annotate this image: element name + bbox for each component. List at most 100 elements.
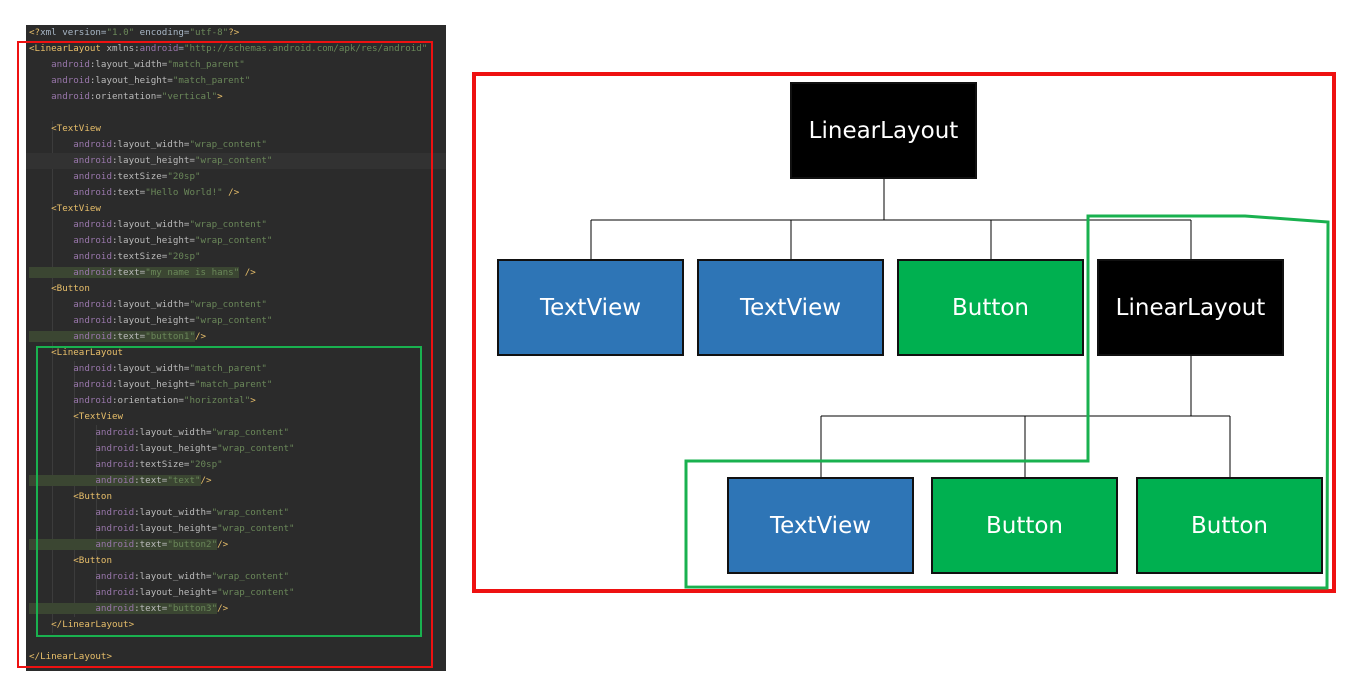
code-token: android: [29, 331, 112, 342]
code-token: android: [29, 603, 135, 614]
nested-textview-node: TextView: [727, 477, 914, 574]
code-line: android:layout_width="wrap_content": [26, 505, 446, 521]
nested-button-node-1: Button: [931, 477, 1118, 574]
code-line: android:text="button3"/>: [26, 601, 446, 617]
nested-linearlayout-node: LinearLayout: [1097, 259, 1284, 356]
code-token: android: [29, 475, 135, 486]
code-line: android:layout_height="match_parent": [26, 377, 446, 393]
code-token: "wrap_content": [194, 235, 273, 246]
root-node-label: LinearLayout: [808, 117, 959, 144]
code-token: "20sp": [189, 459, 223, 470]
code-token: :layout_height=: [111, 315, 195, 326]
code-token: android: [29, 571, 135, 582]
code-token: "wrap_content": [194, 315, 273, 326]
code-line: <LinearLayout xmlns:android="http://sche…: [26, 41, 446, 57]
code-token: "match_parent": [167, 59, 245, 70]
nested-layout-diagram-outline: [684, 214, 1330, 590]
code-token: android: [29, 507, 135, 518]
code-token: "wrap_content": [217, 523, 295, 534]
code-token: "button1": [145, 331, 195, 342]
code-token: :text=: [111, 267, 146, 278]
code-token: android: [29, 443, 135, 454]
code-line: <?xml version="1.0" encoding="utf-8"?>: [26, 25, 446, 41]
node-label: Button: [951, 294, 1030, 321]
code-token: />: [217, 539, 229, 550]
code-line: <Button: [26, 553, 446, 569]
code-token: "button3": [167, 603, 218, 614]
node-label: LinearLayout: [1115, 294, 1266, 321]
code-token: android: [29, 75, 90, 86]
code-line: </LinearLayout>: [26, 617, 446, 633]
code-token: :layout_width=: [111, 219, 190, 230]
indent-guide: [52, 121, 53, 633]
code-token: <?: [29, 27, 41, 38]
code-token: "utf-8": [189, 27, 229, 38]
code-token: :layout_width=: [111, 299, 190, 310]
code-token: "http://schemas.android.com/apk/res/andr…: [183, 43, 428, 54]
xml-code-editor: <?xml version="1.0" encoding="utf-8"?><L…: [26, 25, 446, 671]
code-token: :textSize=: [111, 171, 168, 182]
code-line: android:orientation="vertical">: [26, 89, 446, 105]
code-token: "wrap_content": [189, 139, 267, 150]
code-token: =: [178, 43, 184, 54]
code-line: android:layout_height="wrap_content": [26, 313, 446, 329]
code-token: :layout_height=: [111, 379, 195, 390]
code-token: :text=: [134, 475, 168, 486]
code-token: <LinearLayout: [29, 347, 124, 358]
code-token: :layout_width=: [134, 507, 212, 518]
code-token: "Hello World!": [145, 187, 223, 198]
node-label: Button: [985, 512, 1064, 539]
code-token: "my name is hans": [145, 267, 240, 278]
code-token: android: [29, 219, 112, 230]
code-token: android: [29, 315, 112, 326]
node-label: TextView: [739, 294, 842, 321]
code-token: android: [29, 235, 112, 246]
code-line: android:layout_height="match_parent": [26, 73, 446, 89]
code-token: />: [194, 331, 207, 342]
code-token: :layout_width=: [111, 363, 190, 374]
code-token: >: [250, 395, 256, 406]
code-token: android: [29, 459, 135, 470]
code-line: android:text="Hello World!" />: [26, 185, 446, 201]
code-token: android: [29, 523, 135, 534]
textview-node-1: TextView: [497, 259, 684, 356]
code-token: encoding=: [134, 27, 190, 38]
code-token: android: [29, 139, 112, 150]
code-token: "wrap_content": [211, 571, 290, 582]
code-token: :layout_width=: [89, 59, 168, 70]
code-token: android: [29, 299, 112, 310]
code-line: android:layout_height="wrap_content": [26, 233, 446, 249]
code-token: :orientation=: [111, 395, 184, 406]
code-token: "wrap_content": [211, 507, 290, 518]
code-line: <LinearLayout: [26, 345, 446, 361]
code-token: :text=: [134, 539, 168, 550]
code-token: :layout_height=: [134, 587, 218, 598]
code-line: android:textSize="20sp": [26, 249, 446, 265]
code-token: :orientation=: [89, 91, 162, 102]
textview-node-2: TextView: [697, 259, 884, 356]
code-token: />: [222, 187, 240, 198]
code-token: android: [29, 155, 112, 166]
code-token: :text=: [111, 331, 146, 342]
code-line: <TextView: [26, 121, 446, 137]
code-token: :layout_height=: [134, 443, 218, 454]
code-token: "text": [167, 475, 201, 486]
code-token: :layout_width=: [111, 139, 190, 150]
code-token: />: [239, 267, 256, 278]
code-token: android: [29, 539, 135, 550]
code-line: android:orientation="horizontal">: [26, 393, 446, 409]
code-line: android:layout_height="wrap_content": [26, 153, 446, 169]
nested-button-node-2: Button: [1136, 477, 1323, 574]
code-token: <Button: [29, 555, 112, 566]
code-token: :layout_width=: [134, 571, 212, 582]
code-token: "vertical": [161, 91, 218, 102]
code-token: <TextView: [29, 123, 101, 134]
code-token: "wrap_content": [217, 587, 295, 598]
root-linearlayout-node: LinearLayout: [790, 82, 977, 179]
code-token: :layout_width=: [134, 427, 212, 438]
code-token: "button2": [167, 539, 218, 550]
indent-guide: [96, 425, 97, 601]
code-line: android:text="button2"/>: [26, 537, 446, 553]
code-line: android:layout_width="wrap_content": [26, 297, 446, 313]
code-token: "wrap_content": [189, 299, 267, 310]
